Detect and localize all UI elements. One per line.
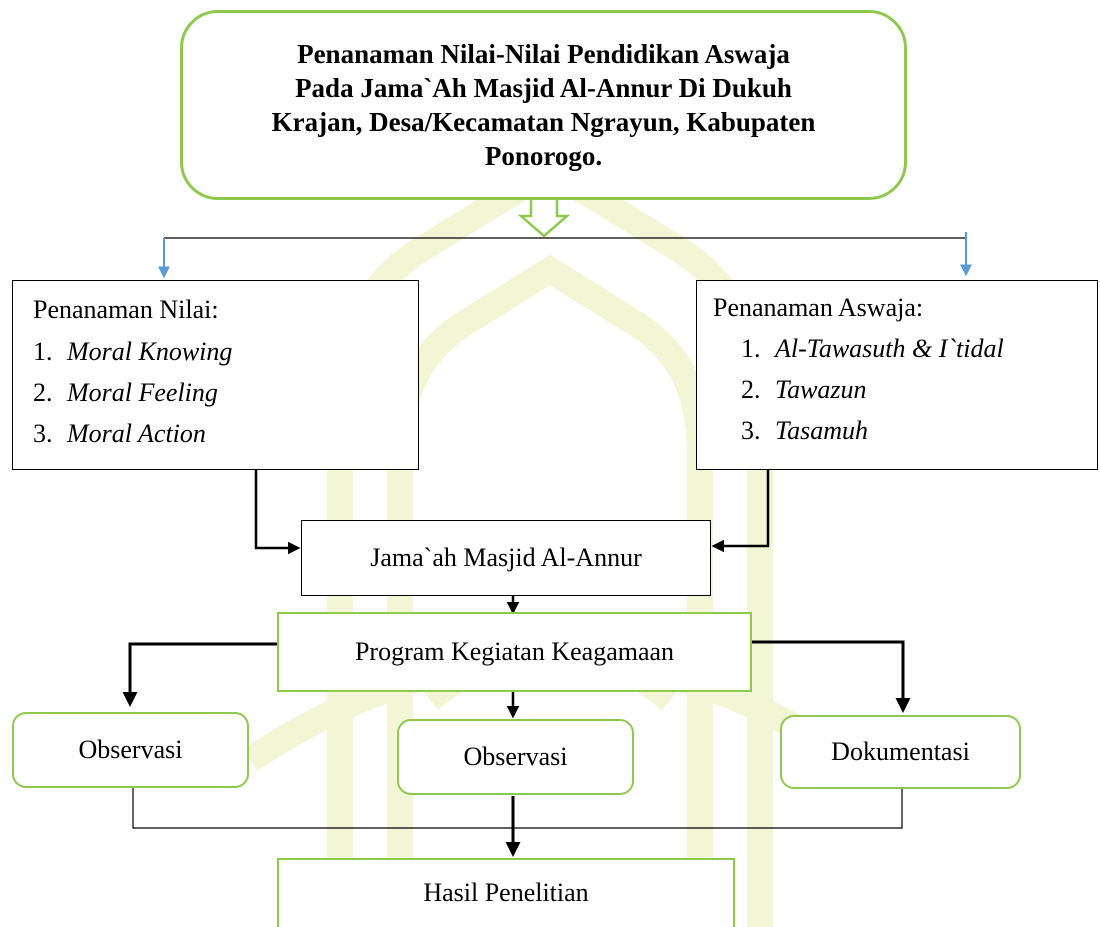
item-number: 2. (33, 378, 53, 407)
collect-bracket (132, 786, 903, 829)
item-text: Al-Tawasuth & I`tidal (775, 334, 1004, 363)
title-box: Penanaman Nilai-Nilai Pendidikan Aswaja … (180, 10, 907, 200)
item-number: 3. (33, 419, 53, 448)
item-number: 1. (33, 337, 53, 366)
dokumentasi-box: Dokumentasi (780, 715, 1021, 789)
title-line: Krajan, Desa/Kecamatan Ngrayun, Kabupate… (271, 107, 816, 137)
program-box: Program Kegiatan Keagamaan (277, 612, 752, 692)
item-number: 1. (741, 334, 761, 363)
observasi-middle-label: Observasi (463, 742, 568, 771)
program-label: Program Kegiatan Keagamaan (354, 637, 675, 666)
item-text: Tawazun (775, 375, 867, 404)
item-text: Tasamuh (775, 416, 868, 445)
hasil-label: Hasil Penelitian (423, 878, 589, 907)
aswaja-box: Penanaman Aswaja: 1. Al-Tawasuth & I`tida… (696, 280, 1098, 470)
item-text: Moral Feeling (67, 378, 218, 407)
nilai-box: Penanaman Nilai: 1. Moral Knowing 2. Moral… (12, 280, 419, 470)
observasi-left-label: Observasi (78, 735, 183, 764)
arrow-nilai-to-jamaah (254, 470, 301, 555)
list-item: 1. Al-Tawasuth & I`tidal (741, 334, 1004, 364)
arrow-program-to-right (752, 640, 911, 713)
list-item: 3. Moral Action (33, 419, 206, 449)
jamaah-box: Jama`ah Masjid Al-Annur (301, 520, 711, 596)
arrow-program-to-left (122, 642, 277, 707)
observasi-middle-box: Observasi (397, 719, 634, 795)
observasi-left-box: Observasi (12, 712, 249, 788)
aswaja-heading: Penanaman Aswaja: (713, 293, 924, 322)
list-item: 1. Moral Knowing (33, 337, 232, 367)
item-text: Moral Knowing (67, 337, 233, 366)
title-line: Pada Jama`Ah Masjid Al-Annur Di Dukuh (295, 73, 792, 103)
list-item: 3. Tasamuh (741, 416, 868, 446)
hollow-down-arrow (517, 196, 571, 238)
arrow-aswaja-to-jamaah (711, 470, 770, 553)
hasil-box: Hasil Penelitian (277, 858, 735, 927)
jamaah-label: Jama`ah Masjid Al-Annur (370, 543, 642, 572)
title-line: Penanaman Nilai-Nilai Pendidikan Aswaja (297, 39, 790, 69)
item-text: Moral Action (67, 419, 206, 448)
item-number: 3. (741, 416, 761, 445)
list-item: 2. Moral Feeling (33, 378, 218, 408)
title-line: Ponorogo. (484, 141, 603, 171)
item-number: 2. (741, 375, 761, 404)
list-item: 2. Tawazun (741, 375, 867, 405)
nilai-heading: Penanaman Nilai: (33, 295, 219, 324)
dokumentasi-label: Dokumentasi (831, 737, 970, 766)
